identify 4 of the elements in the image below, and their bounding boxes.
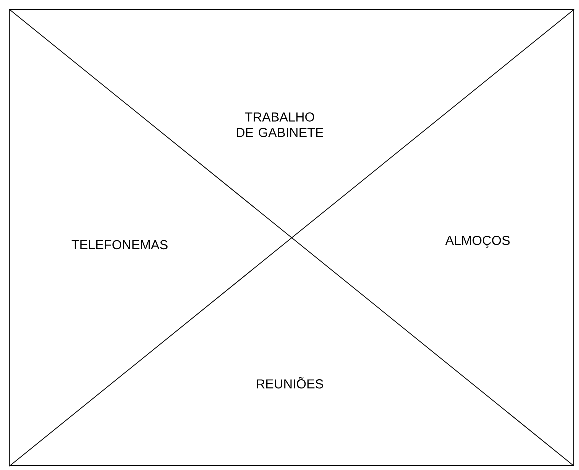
label-text: ALMOÇOS (446, 236, 510, 248)
label-text: TELEFONEMAS (72, 240, 168, 250)
label-text: REUNIÕES (257, 377, 324, 389)
label-text: TRABALHO DE GABINETE (237, 112, 324, 138)
